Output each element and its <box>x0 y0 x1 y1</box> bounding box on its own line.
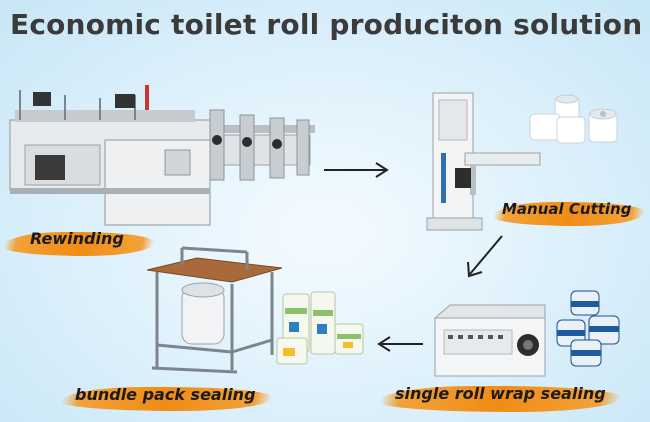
rewinding-machine-icon <box>9 85 315 226</box>
band-saw-cutter-icon <box>426 92 541 231</box>
wrap-sealing-machine-icon <box>433 304 546 377</box>
bundle-packs-icon <box>276 291 364 365</box>
arrow-right-icon <box>324 162 389 178</box>
step-label-bundle-pack-sealing: bundle pack sealing <box>75 385 256 404</box>
toilet-rolls-icon <box>529 94 618 144</box>
arrow-left-icon <box>377 336 423 352</box>
step-label-single-roll-wrap-sealing: single roll wrap sealing <box>395 384 606 403</box>
bundle-sealing-frame-icon <box>146 246 283 374</box>
page-title: Economic toilet roll produciton solution <box>10 8 643 41</box>
step-label-manual-cutting: Manual Cutting <box>502 200 632 218</box>
wrapped-rolls-icon <box>556 290 620 367</box>
arrow-down-left-icon <box>467 235 503 278</box>
step-label-rewinding: Rewinding <box>30 229 124 248</box>
